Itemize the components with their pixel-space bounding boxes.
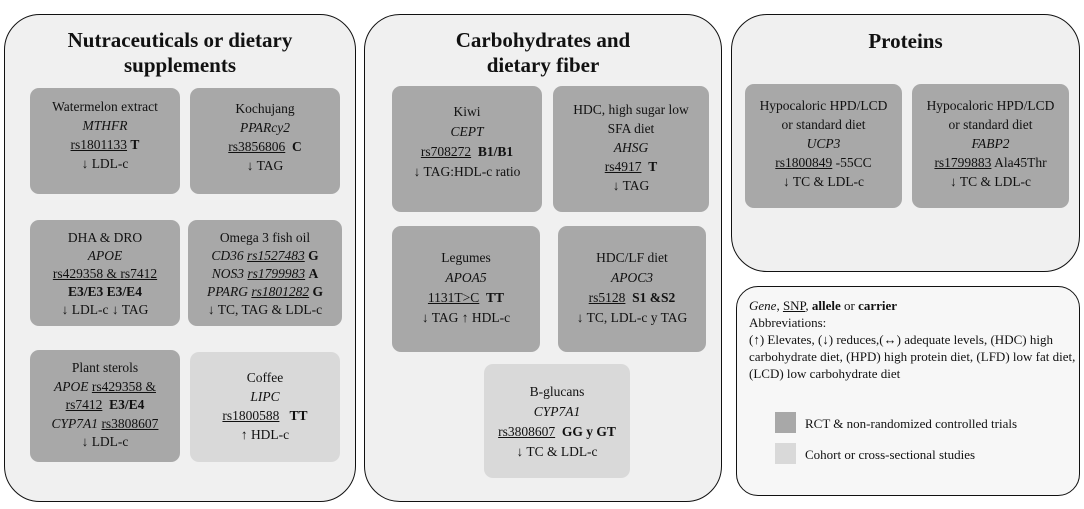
box-hypocaloric-fabp2: Hypocaloric HPD/LCD or standard diet FAB… [912, 84, 1069, 208]
panel-title: Proteins [868, 29, 943, 53]
box-kochujang: Kochujang PPARcy2 rs3856806 C ↓ TAG [190, 88, 340, 194]
legend-key: Gene, SNP, allele or carrier Abbreviatio… [749, 298, 1076, 381]
box-hdc-high-sugar: HDC, high sugar low SFA diet AHSG rs4917… [553, 86, 709, 212]
box-coffee: Coffee LIPC rs1800588 TT ↑ HDL-c [190, 352, 340, 462]
box-omega-3-fish-oil: Omega 3 fish oil CD36 rs1527483 G NOS3 r… [188, 220, 342, 326]
box-dha-dro: DHA & DRO APOE rs429358 & rs7412 E3/E3 E… [30, 220, 180, 326]
box-legumes: Legumes APOA5 1131T>C TT ↓ TAG ↑ HDL-c [392, 226, 540, 352]
panel-title: Nutraceuticals or dietary supplements [67, 28, 293, 77]
legend-swatch-cohort [775, 443, 796, 464]
box-hypocaloric-ucp3: Hypocaloric HPD/LCD or standard diet UCP… [745, 84, 902, 208]
box-b-glucans: B-glucans CYP7A1 rs3808607 GG y GT ↓ TC … [484, 364, 630, 478]
panel-legend: Gene, SNP, allele or carrier Abbreviatio… [736, 286, 1080, 496]
box-watermelon-extract: Watermelon extract MTHFR rs1801133 T ↓ L… [30, 88, 180, 194]
panel-title: Carbohydrates and dietary fiber [455, 28, 631, 77]
legend-label-cohort: Cohort or cross-sectional studies [805, 447, 976, 462]
box-plant-sterols: Plant sterols APOE rs429358 & rs7412 E3/… [30, 350, 180, 462]
legend-label-rct: RCT & non-randomized controlled trials [805, 416, 1018, 431]
box-hdc-lf-diet: HDC/LF diet APOC3 rs5128 S1 &S2 ↓ TC, LD… [558, 226, 706, 352]
box-kiwi: Kiwi CEPT rs708272 B1/B1 ↓ TAG:HDL-c rat… [392, 86, 542, 212]
legend-swatch-rct [775, 412, 796, 433]
